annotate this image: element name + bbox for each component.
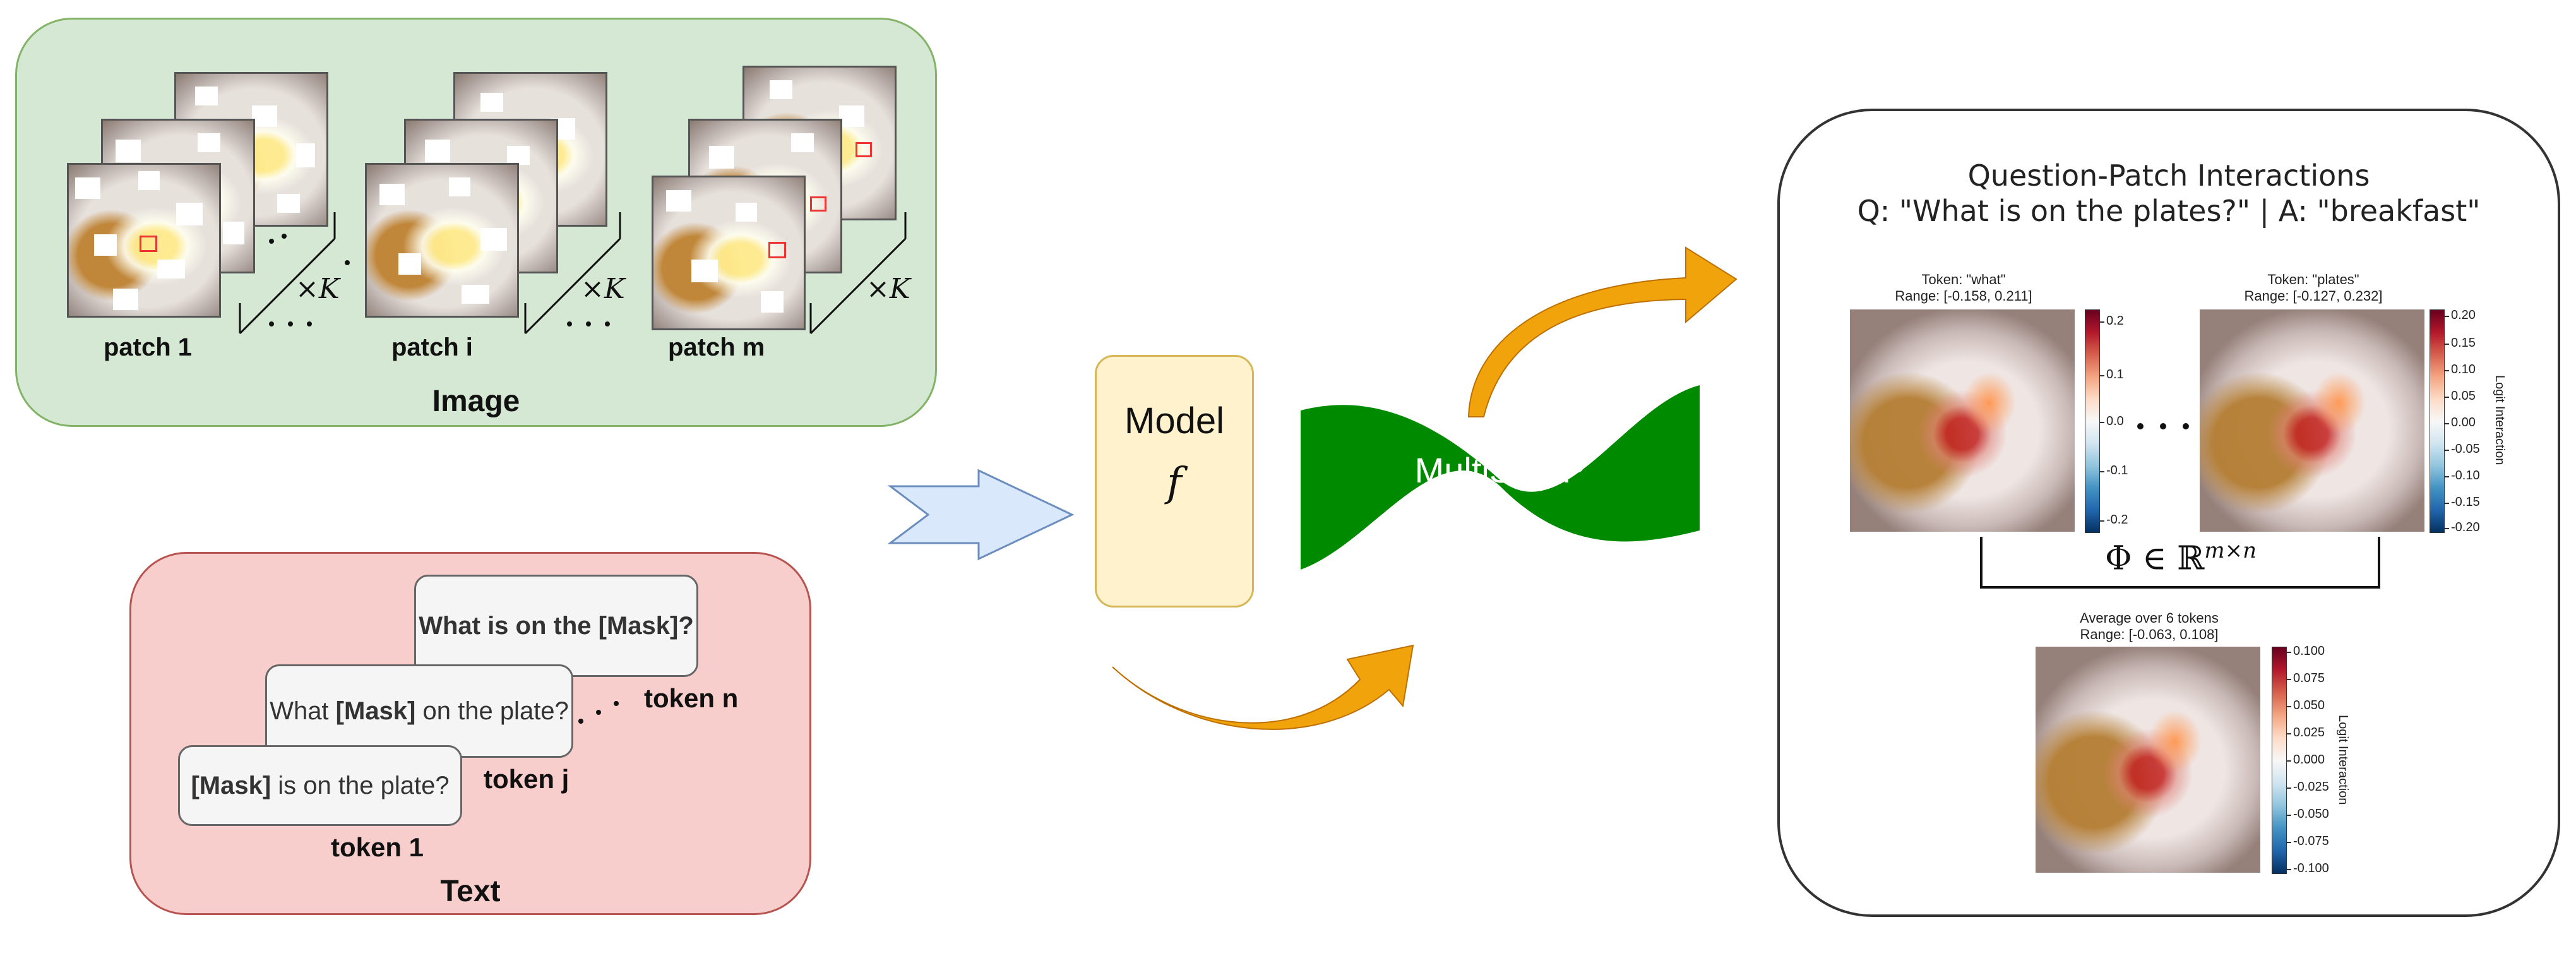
heatmap-image <box>2200 309 2424 532</box>
colorbar-tick: -0.025 <box>2287 780 2329 794</box>
times-k-label: ×K <box>581 273 625 305</box>
stack-bracket-m <box>809 212 907 335</box>
colorbar-tick: -0.050 <box>2287 807 2329 821</box>
colorbar-tick: 0.100 <box>2286 644 2325 658</box>
colorbar-tick: 0.10 <box>2445 362 2476 376</box>
colorbar-label: Logit Interaction <box>2493 375 2507 465</box>
between-maps-dots <box>2137 423 2189 429</box>
patch-group-i <box>365 71 643 336</box>
patch-label: patch 1 <box>104 333 193 361</box>
average-map-title: Average over 6 tokens Range: [-0.063, 0.… <box>2080 610 2219 643</box>
heatmap-image <box>1850 309 2075 532</box>
aggregation-bracket <box>1980 537 2380 589</box>
patch-group-m <box>650 64 915 336</box>
colorbar-tick: 0.075 <box>2286 671 2325 685</box>
colorbar-tick: 0.00 <box>2445 416 2476 429</box>
colorbar-tick: 0.2 <box>2100 314 2124 328</box>
colorbar-tick: 0.050 <box>2286 698 2325 712</box>
token-label: token j <box>484 764 569 794</box>
colorbar-tick: -0.100 <box>2287 861 2329 875</box>
output-arrow-lower <box>1112 644 1414 730</box>
multishap-banner <box>1301 385 1700 570</box>
model-title: Model <box>1124 400 1224 441</box>
token-card-j: What [Mask] on the plate? <box>265 664 573 758</box>
colorbar <box>2272 647 2287 874</box>
colorbar-tick: 0.000 <box>2286 753 2325 767</box>
token-label: token n <box>644 683 739 713</box>
patch-label: patch i <box>391 333 473 361</box>
colorbar-tick: 0.0 <box>2100 414 2124 428</box>
colorbar-tick: 0.025 <box>2286 726 2325 739</box>
colorbar-tick: 0.1 <box>2100 368 2124 381</box>
colorbar-tick: 0.15 <box>2445 336 2476 350</box>
model-symbol: f <box>1167 459 1182 506</box>
token-card-1: [Mask] is on the plate? <box>178 745 462 826</box>
colorbar-tick: -0.05 <box>2445 442 2480 456</box>
token-card-n: What is on the [Mask]? <box>414 575 698 677</box>
model-box: Model f <box>1095 355 1254 608</box>
map-title: Token: "what" Range: [-0.158, 0.211] <box>1895 272 2032 304</box>
colorbar-tick: -0.15 <box>2445 495 2480 509</box>
colorbar-tick: 0.05 <box>2445 389 2476 403</box>
ellipsis-dots <box>578 701 619 724</box>
colorbar <box>2430 309 2445 533</box>
input-arrow <box>887 469 1075 561</box>
text-panel-title: Text <box>440 875 501 908</box>
colorbar-tick: -0.20 <box>2445 520 2480 534</box>
colorbar-tick: 0.20 <box>2445 308 2476 322</box>
colorbar-tick: -0.10 <box>2445 469 2480 482</box>
masked-image-thumbnail <box>652 176 806 330</box>
results-title-line1: Question-Patch Interactions <box>1967 159 2370 193</box>
colorbar-tick: -0.1 <box>2099 464 2128 477</box>
patch-label: patch m <box>668 333 765 361</box>
results-title-line2: Q: "What is on the plates?" | A: "breakf… <box>1857 194 2481 229</box>
phi-formula: Φ ∈ ℝm×n <box>2105 538 2257 578</box>
token-label: token 1 <box>331 832 424 862</box>
colorbar-tick: -0.075 <box>2287 834 2329 848</box>
map-title: Token: "plates" Range: [-0.127, 0.232] <box>2244 272 2383 304</box>
colorbar-tick: -0.2 <box>2099 513 2128 527</box>
colorbar <box>2085 309 2100 533</box>
masked-image-thumbnail <box>365 163 519 318</box>
results-title: Question-Patch Interactions Q: "What is … <box>1777 158 2560 229</box>
image-panel-title: Image <box>432 385 520 418</box>
multishap-label: MultiSHAP <box>1414 450 1586 490</box>
average-heatmap-image <box>2036 647 2260 873</box>
colorbar-label: Logit Interaction <box>2336 715 2350 805</box>
masked-image-thumbnail <box>67 163 221 318</box>
patch-group-1 <box>63 71 354 336</box>
stack-bracket-1 <box>239 212 350 335</box>
stack-bracket-i <box>524 212 621 335</box>
output-arrow-upper <box>1467 246 1738 417</box>
times-k-label: ×K <box>295 273 340 305</box>
times-k-label: ×K <box>866 273 910 305</box>
